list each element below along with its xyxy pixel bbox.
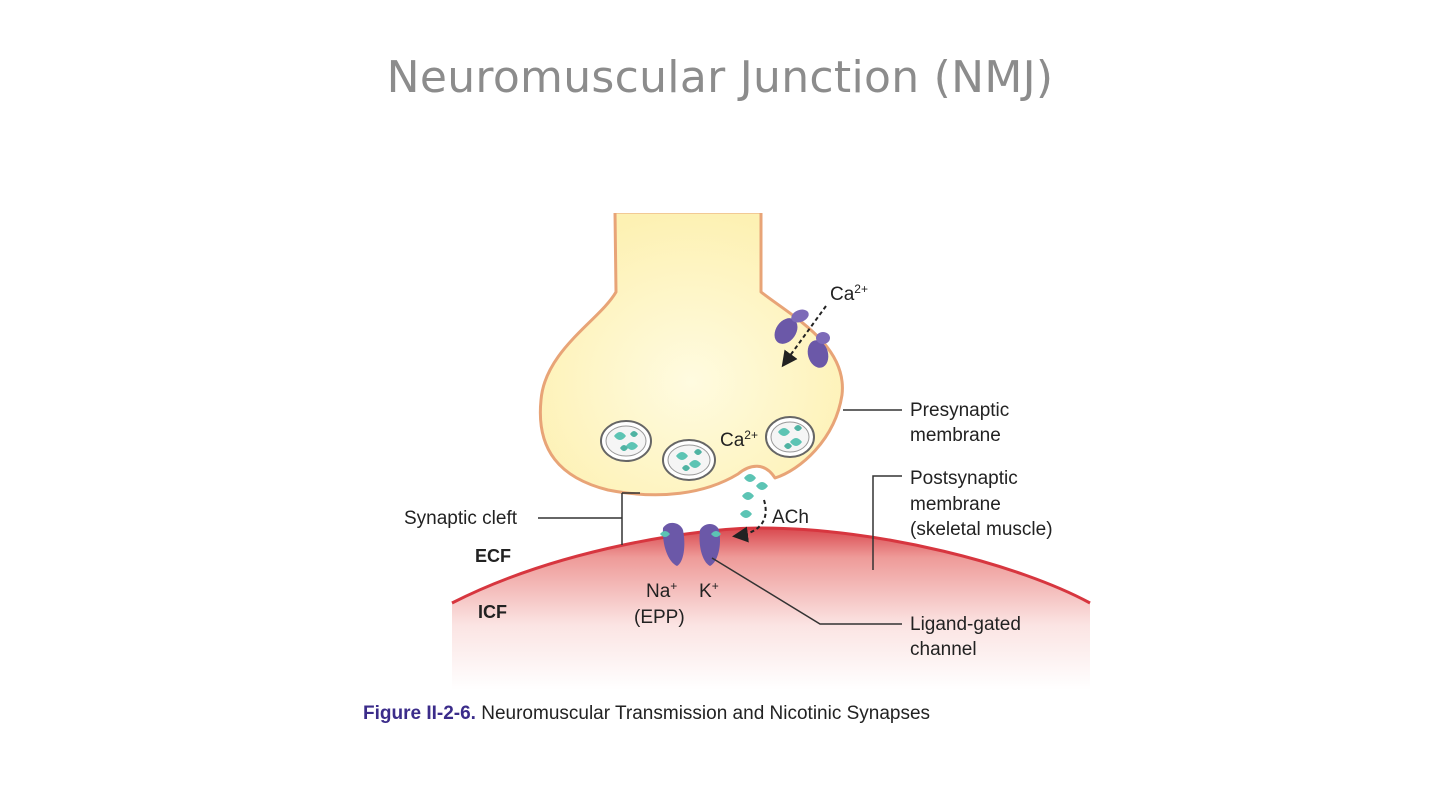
- sodium-label: Na+: [646, 579, 677, 602]
- ecf-label: ECF: [475, 546, 511, 566]
- presynaptic-label-line2: membrane: [910, 425, 1001, 446]
- ligand-gated-label-line1: Ligand-gated: [910, 614, 1021, 635]
- synaptic-vesicle: [765, 416, 815, 458]
- epp-label: (EPP): [634, 607, 685, 628]
- calcium-channel-icon: [774, 309, 809, 344]
- postsynaptic-label-line3: (skeletal muscle): [910, 519, 1053, 540]
- postsynaptic-label-line1: Postsynaptic: [910, 468, 1018, 489]
- ach-label: ACh: [772, 507, 809, 528]
- postsynaptic-membrane-edge: [451, 526, 1091, 605]
- slide-title: Neuromuscular Junction (NMJ): [386, 52, 1054, 103]
- leader-lines: [538, 409, 902, 625]
- figure-caption: Figure II-2-6. Neuromuscular Transmissio…: [363, 703, 930, 725]
- postsynaptic-muscle: [452, 528, 1090, 690]
- synaptic-vesicle: [662, 439, 716, 481]
- ligand-gated-label-line2: channel: [910, 639, 977, 660]
- acetylcholine-molecules: [740, 474, 768, 518]
- figure-number: Figure II-2-6.: [363, 703, 476, 724]
- synaptic-vesicle: [600, 420, 652, 462]
- calcium-channel-icon: [807, 332, 830, 368]
- postsynaptic-label-line2: membrane: [910, 494, 1001, 515]
- calcium-top-label: Ca2+: [830, 282, 868, 305]
- calcium-mid-label: Ca2+: [720, 428, 758, 451]
- presynaptic-label-line1: Presynaptic: [910, 400, 1009, 421]
- figure-caption-text: Neuromuscular Transmission and Nicotinic…: [481, 703, 931, 724]
- synaptic-cleft-label: Synaptic cleft: [404, 508, 518, 529]
- calcium-influx-arrow: [781, 305, 827, 368]
- ligand-gated-channel-icon: [660, 522, 721, 566]
- potassium-label: K+: [699, 579, 719, 602]
- icf-label: ICF: [478, 602, 507, 622]
